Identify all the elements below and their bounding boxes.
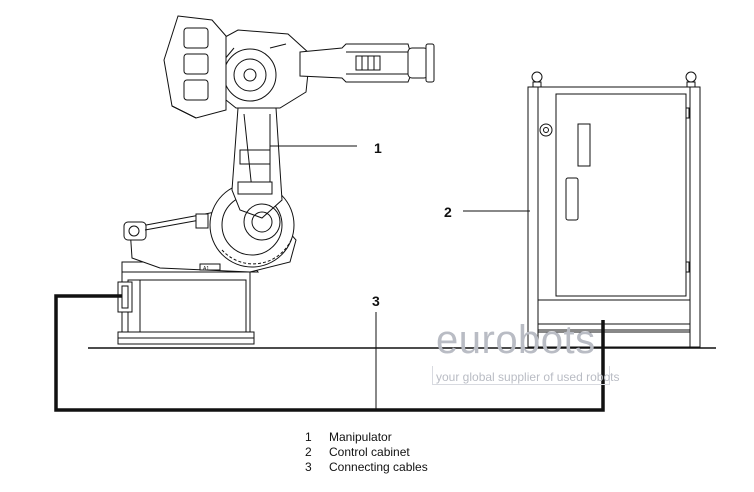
control-cabinet: [527, 71, 701, 348]
callout-1: 1: [374, 140, 382, 156]
callout-2: 2: [444, 204, 452, 220]
legend-number: 2: [305, 445, 312, 459]
legend-label: Manipulator: [329, 430, 392, 444]
legend-number: 3: [305, 460, 312, 474]
legend-item: 1 Manipulator: [305, 430, 428, 445]
legend-item: 2 Control cabinet: [305, 445, 428, 460]
legend-label: Connecting cables: [329, 460, 428, 474]
svg-text:A1: A1: [203, 266, 209, 272]
watermark-tagline: your global supplier of used robots: [436, 370, 620, 384]
legend-item: 3 Connecting cables: [305, 460, 428, 475]
legend-number: 1: [305, 430, 312, 444]
watermark-underline-box: [432, 366, 610, 385]
manipulator-robot: A1: [117, 15, 435, 345]
legend: 1 Manipulator 2 Control cabinet 3 Connec…: [305, 430, 428, 475]
watermark-brand: eurobots: [436, 318, 596, 362]
callout-3: 3: [372, 293, 380, 309]
legend-label: Control cabinet: [329, 445, 410, 459]
connecting-cable: [54, 294, 605, 412]
